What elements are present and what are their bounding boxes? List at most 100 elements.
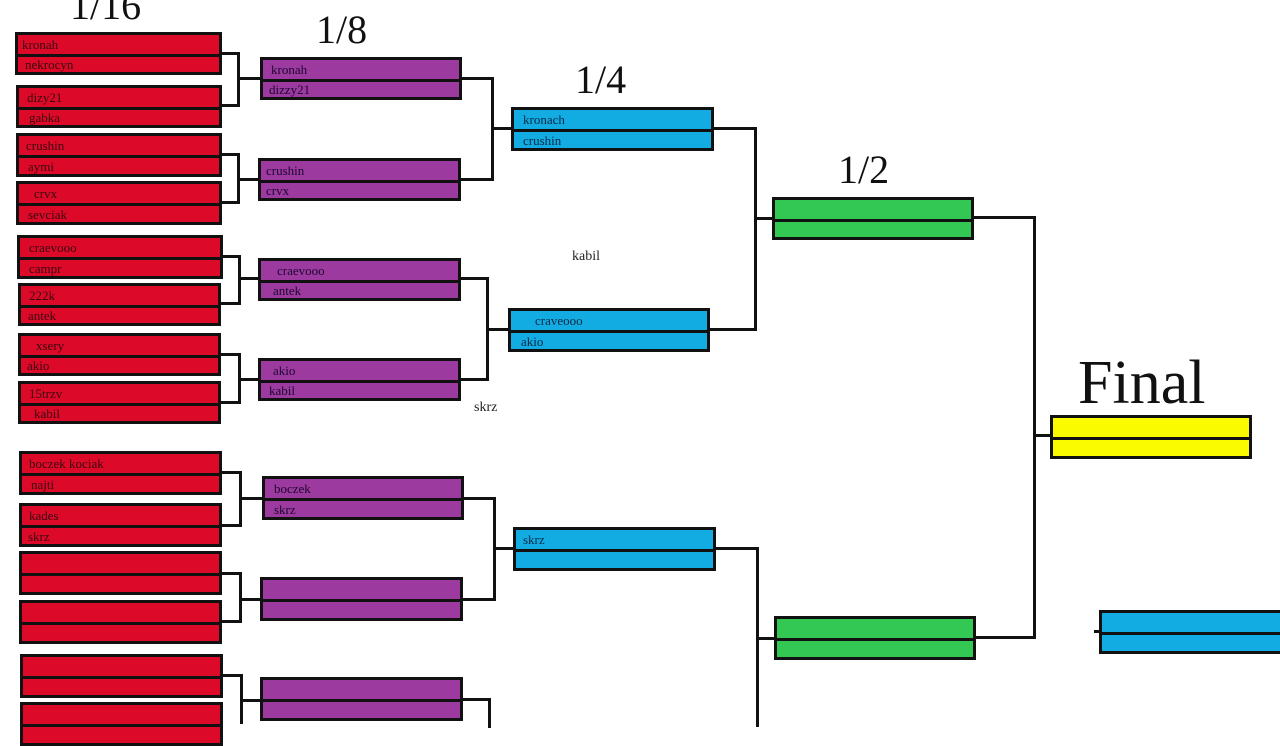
player-slot[interactable] <box>23 657 220 676</box>
bracket-connector <box>220 104 240 107</box>
bracket-connector <box>756 637 776 640</box>
player-slot[interactable]: craevooo <box>277 262 325 278</box>
player-slot[interactable] <box>22 573 219 592</box>
player-slot[interactable]: kronah <box>22 36 59 52</box>
match-1-2[interactable] <box>774 616 976 660</box>
match-1-8[interactable]: akio kabil <box>258 358 461 401</box>
match-1-16[interactable]: kronah nekrocyn <box>15 32 222 75</box>
player-slot[interactable]: akio <box>511 330 707 349</box>
player-slot[interactable] <box>1053 418 1249 437</box>
player-slot[interactable]: crushin <box>514 129 711 148</box>
player-slot[interactable]: 15trzv <box>29 385 63 401</box>
player-slot[interactable]: skrz <box>22 525 219 544</box>
match-1-16[interactable]: crushin aymi <box>16 133 222 177</box>
player-slot[interactable] <box>777 638 973 657</box>
player-slot[interactable]: boczek kociak <box>29 456 104 471</box>
player-slot[interactable]: craveooo <box>535 313 583 328</box>
player-slot[interactable] <box>775 200 971 219</box>
player-slot[interactable] <box>22 622 219 641</box>
player-slot[interactable] <box>263 699 460 718</box>
player-slot[interactable] <box>775 218 971 238</box>
player-slot[interactable]: sevciak <box>19 203 219 222</box>
player-slot[interactable]: najti <box>22 473 219 492</box>
player-slot[interactable]: akio <box>21 354 218 374</box>
match-1-16[interactable] <box>19 600 222 644</box>
player-slot[interactable]: kabil <box>261 379 458 399</box>
match-1-16[interactable] <box>20 654 223 698</box>
match-1-16[interactable]: xsery akio <box>18 333 221 376</box>
match-1-16[interactable] <box>19 551 222 595</box>
match-1-8[interactable]: kronah dizzy21 <box>260 57 462 100</box>
player-slot[interactable]: boczek <box>274 481 311 496</box>
player-slot[interactable]: akio <box>273 362 296 378</box>
bracket-connector <box>462 497 496 500</box>
player-slot[interactable]: kades <box>29 508 59 523</box>
match-1-16[interactable]: dizy21 gabka <box>16 85 222 128</box>
player-slot[interactable]: crushin <box>26 138 65 153</box>
match-1-16[interactable]: boczek kociak najti <box>19 451 222 495</box>
match-1-4[interactable]: skrz <box>513 527 716 571</box>
player-slot[interactable]: 222k <box>29 287 55 303</box>
player-slot[interactable] <box>1102 632 1280 651</box>
player-slot[interactable] <box>23 676 220 695</box>
player-slot[interactable] <box>23 705 220 724</box>
player-slot[interactable]: gabka <box>19 106 219 126</box>
bracket-connector <box>219 401 241 404</box>
match-1-16[interactable]: 222k antek <box>18 283 221 326</box>
player-slot[interactable]: nekrocyn <box>18 53 219 73</box>
player-slot[interactable]: kabil <box>21 402 218 422</box>
match-1-8[interactable]: crushin crvx <box>258 158 461 201</box>
match-1-8[interactable] <box>260 577 463 621</box>
player-slot[interactable] <box>516 549 713 568</box>
match-1-8[interactable]: boczek skrz <box>262 476 464 520</box>
player-slot[interactable]: skrz <box>265 498 461 517</box>
player-slot[interactable]: campr <box>20 257 220 276</box>
player-slot[interactable]: crvx <box>261 179 458 199</box>
bracket-connector <box>238 378 261 381</box>
bracket-connector <box>714 547 759 550</box>
player-slot[interactable]: dizzy21 <box>263 78 459 98</box>
bracket-connector <box>238 277 261 280</box>
player-slot[interactable] <box>777 619 973 638</box>
match-1-8[interactable] <box>260 677 463 721</box>
match-1-16[interactable] <box>20 702 223 746</box>
player-slot[interactable]: skrz <box>523 532 545 547</box>
player-slot[interactable] <box>1102 613 1280 632</box>
player-slot[interactable]: kronach <box>523 112 565 127</box>
player-slot[interactable] <box>263 680 460 699</box>
player-slot[interactable]: crushin <box>266 162 305 178</box>
player-slot[interactable] <box>22 603 219 622</box>
match-1-4[interactable]: craveooo akio <box>508 308 710 352</box>
player-slot[interactable]: crvx <box>34 186 58 201</box>
match-final[interactable] <box>1050 415 1252 459</box>
match-1-2[interactable] <box>772 197 974 240</box>
bracket-connector <box>239 497 264 500</box>
player-slot[interactable]: kronah <box>271 61 308 77</box>
bracket-connector <box>1033 216 1036 639</box>
bracket-connector <box>460 77 494 80</box>
match-1-4[interactable]: kronach crushin <box>511 107 714 151</box>
match-1-16[interactable]: 15trzv kabil <box>18 381 221 424</box>
player-slot[interactable] <box>263 580 460 599</box>
match-1-16[interactable]: craevooo campr <box>17 235 223 279</box>
match-1-16[interactable]: crvx sevciak <box>16 181 222 225</box>
match-1-8[interactable]: craevooo antek <box>258 258 461 301</box>
player-slot[interactable] <box>1053 437 1249 456</box>
player-slot[interactable] <box>22 554 219 573</box>
bracket-connector <box>237 178 261 181</box>
player-slot[interactable]: dizy21 <box>27 89 63 105</box>
match-1-16[interactable]: kades skrz <box>19 503 222 547</box>
bracket-connector <box>461 598 496 601</box>
player-slot[interactable]: craevooo <box>29 240 77 255</box>
round-title-final: Final <box>1078 349 1206 417</box>
bracket-connector <box>220 572 242 575</box>
player-slot[interactable]: antek <box>21 304 218 324</box>
player-slot[interactable]: aymi <box>19 155 219 174</box>
player-slot[interactable]: xsery <box>36 337 65 353</box>
bracket-connector <box>459 378 489 381</box>
player-slot[interactable] <box>263 599 460 618</box>
match-1-4[interactable] <box>1099 610 1280 654</box>
bracket-connector <box>754 127 757 331</box>
player-slot[interactable]: antek <box>261 279 458 299</box>
player-slot[interactable] <box>23 724 220 743</box>
